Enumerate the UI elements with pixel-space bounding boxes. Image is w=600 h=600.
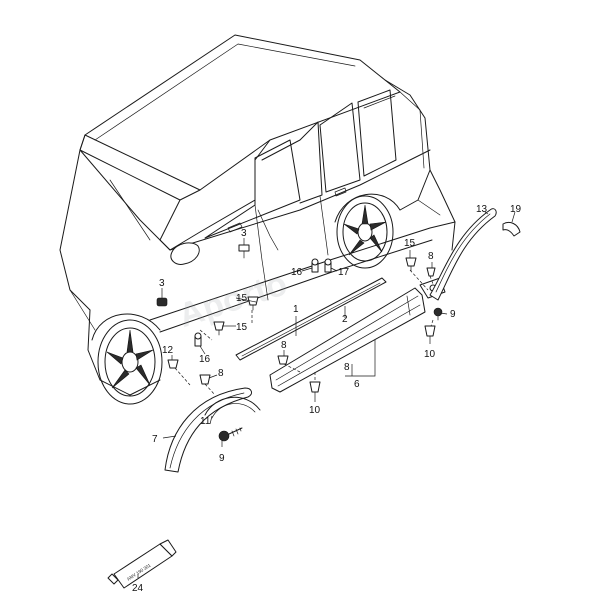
car-body <box>59 34 456 396</box>
callout-15-b: 15 <box>236 322 248 333</box>
callout-12: 12 <box>162 345 174 356</box>
callout-8-a: 8 <box>428 251 434 262</box>
watermark-text: Aporto <box>174 264 292 335</box>
screw-9-b <box>218 427 243 442</box>
clip-15-a <box>247 296 259 311</box>
callout-17: 17 <box>338 267 350 278</box>
stud-16-b <box>194 332 202 347</box>
nut-10-a <box>424 325 436 337</box>
clip-15-c <box>405 257 417 272</box>
screw-3-lower <box>156 297 168 307</box>
front-wheel <box>91 313 163 405</box>
stud-17 <box>324 258 332 273</box>
callout-3-lower: 3 <box>159 278 165 289</box>
callout-19: 19 <box>510 204 522 215</box>
callout-24: 24 <box>132 583 144 594</box>
callout-6: 6 <box>354 379 360 390</box>
nut-10-b <box>309 381 321 393</box>
front-wheel-arch-trim <box>164 387 253 473</box>
clip-8-b <box>277 355 289 365</box>
callout-8-b: 8 <box>281 340 287 351</box>
clip-8-a <box>426 267 436 277</box>
clip-15-b <box>213 321 225 336</box>
callout-8-d: 8 <box>344 362 350 373</box>
screw-3-upper <box>238 244 250 259</box>
leader-lines <box>137 211 516 578</box>
callout-7: 7 <box>152 434 158 445</box>
callout-numbers: 1 2 3 3 6 7 8 8 8 8 9 9 10 10 11 12 13 1… <box>132 204 522 594</box>
callout-16-a: 16 <box>291 267 303 278</box>
callout-15-a: 15 <box>236 293 248 304</box>
callout-10-b: 10 <box>309 405 321 416</box>
screw-9-a <box>433 307 443 321</box>
callout-9-b: 9 <box>219 453 225 464</box>
callout-11: 11 <box>200 416 211 427</box>
assembly-lines <box>174 269 434 396</box>
rear-wheel-arch-trim <box>429 208 497 301</box>
callout-13: 13 <box>476 204 488 215</box>
callout-15-c: 15 <box>404 238 416 249</box>
callout-10-a: 10 <box>424 349 436 360</box>
callout-9-a: 9 <box>450 309 456 320</box>
callout-16-b: 16 <box>199 354 211 365</box>
callout-1: 1 <box>293 304 299 315</box>
sill-trim-upper <box>235 277 387 361</box>
callout-3-upper: 3 <box>241 228 247 239</box>
adhesive-tube: AMV 190 301 <box>107 539 177 589</box>
front-arch-liner <box>204 396 261 419</box>
fasteners <box>156 244 443 442</box>
arch-end-cap <box>502 221 521 237</box>
clip-8-c <box>199 374 211 385</box>
rear-wheel <box>334 193 401 269</box>
clip-12 <box>167 359 179 369</box>
sill-panel <box>269 287 426 393</box>
callout-8-c: 8 <box>218 368 224 379</box>
stud-16-a <box>311 258 319 273</box>
callout-2: 2 <box>342 314 348 325</box>
